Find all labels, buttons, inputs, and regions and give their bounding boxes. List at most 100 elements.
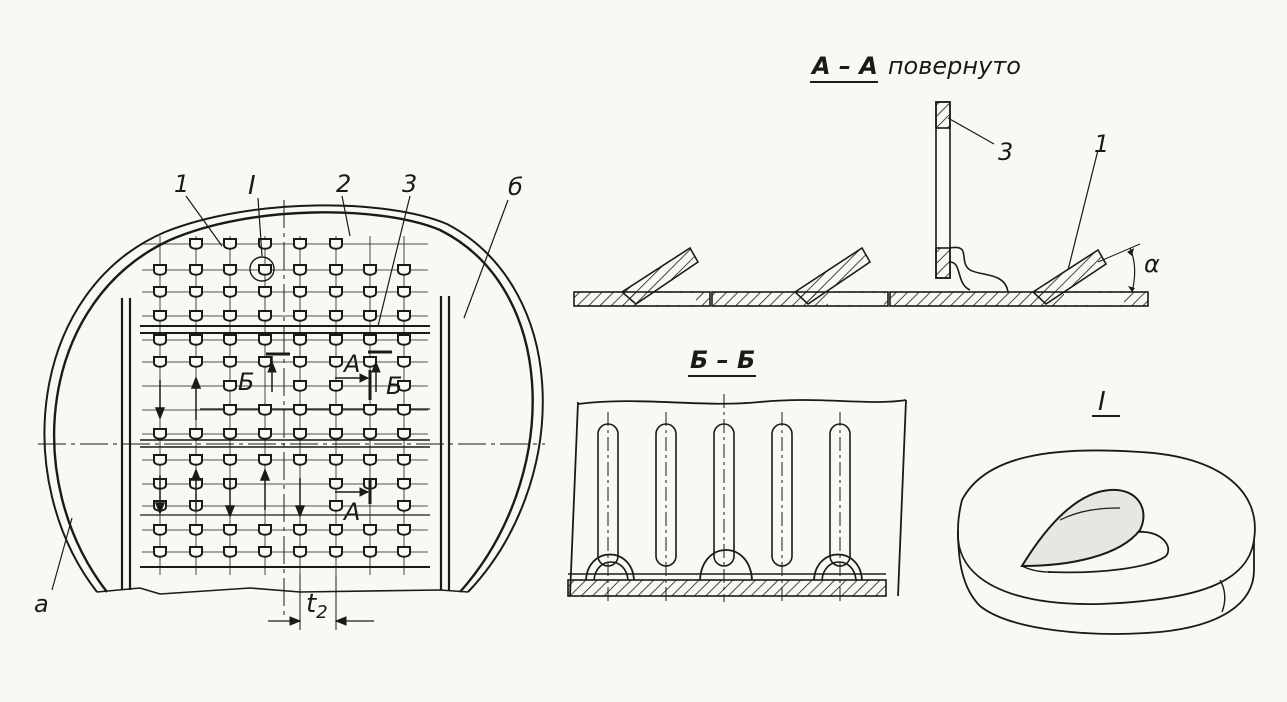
tray-plan-view: 1 I 2 3 б а Б Б А А t2 xyxy=(34,170,545,630)
valve-cap xyxy=(329,546,343,558)
valve-cap xyxy=(329,310,343,322)
label-3: 3 xyxy=(402,170,417,198)
valve-cap xyxy=(189,264,203,276)
valve-cap xyxy=(258,356,272,368)
pitch-dimension xyxy=(268,575,374,630)
valve-cap xyxy=(189,428,203,440)
valve-cap xyxy=(293,334,307,346)
bb-base-plate xyxy=(567,579,887,597)
valve-cap xyxy=(293,428,307,440)
valve-cap xyxy=(363,286,377,298)
aa-label-alpha: α xyxy=(1144,250,1160,278)
valve-cap xyxy=(258,334,272,346)
valve-cap xyxy=(189,546,203,558)
valve-cap xyxy=(189,356,203,368)
valve-cap xyxy=(223,264,237,276)
valve-cap xyxy=(397,454,411,466)
valve-cap xyxy=(258,310,272,322)
valve-cap xyxy=(153,310,167,322)
aa-valve-1 xyxy=(620,246,700,306)
valve-cap xyxy=(397,334,411,346)
valve-cap xyxy=(329,356,343,368)
valve-cap xyxy=(189,238,203,250)
detail-I-title: I xyxy=(1098,387,1106,417)
bb-valve-arch-2 xyxy=(699,549,753,581)
label-pitch: t2 xyxy=(306,589,328,623)
valve-cap xyxy=(293,404,307,416)
valve-cap xyxy=(258,524,272,536)
valve-cap xyxy=(397,380,411,392)
valve-cap xyxy=(258,286,272,298)
valve-cap xyxy=(397,546,411,558)
label-section-B-right: Б xyxy=(386,372,402,400)
valve-cap xyxy=(329,238,343,250)
label-section-B-left: Б xyxy=(238,368,254,396)
valve-cap xyxy=(258,404,272,416)
tray-shell-inner xyxy=(43,204,544,593)
valve-cap xyxy=(363,524,377,536)
valve-cap xyxy=(153,524,167,536)
valve-cap xyxy=(329,264,343,276)
valve-cap xyxy=(293,546,307,558)
valve-cap xyxy=(397,428,411,440)
label-2: 2 xyxy=(336,170,351,198)
valve-cap xyxy=(293,238,307,250)
valve-cap xyxy=(363,310,377,322)
valve-cap xyxy=(223,428,237,440)
valve-cap xyxy=(223,546,237,558)
aa-label-1: 1 xyxy=(1094,130,1109,158)
bb-valve-arch-3 xyxy=(813,553,863,581)
valve-cap xyxy=(189,454,203,466)
valve-cap xyxy=(189,286,203,298)
valve-cap xyxy=(329,380,343,392)
valve-cap xyxy=(258,238,272,250)
detail-valve-lobe xyxy=(1020,488,1145,568)
valve-cap xyxy=(397,286,411,298)
valve-grid xyxy=(142,236,428,575)
valve-cap xyxy=(363,404,377,416)
detail-I: I xyxy=(957,387,1256,635)
valve-cap xyxy=(397,478,411,490)
valve-cap xyxy=(363,546,377,558)
valve-cap xyxy=(223,380,237,392)
tray-shell-outer xyxy=(52,211,534,593)
valve-cap xyxy=(329,524,343,536)
valve-cap xyxy=(363,264,377,276)
valve-cap xyxy=(153,454,167,466)
valve-cap xyxy=(397,310,411,322)
valve-cap xyxy=(397,356,411,368)
leader-lines xyxy=(51,195,509,591)
valve-cap xyxy=(223,404,237,416)
valve-cap xyxy=(293,356,307,368)
valve-cap xyxy=(329,334,343,346)
valve-cap xyxy=(258,428,272,440)
section-bb: Б – Б xyxy=(567,346,907,602)
valve-cap xyxy=(189,524,203,536)
valve-cap xyxy=(153,264,167,276)
valve-cap xyxy=(153,356,167,368)
valve-cap xyxy=(223,454,237,466)
valve-cap xyxy=(397,500,411,512)
valve-cap xyxy=(223,238,237,250)
valve-cap xyxy=(329,454,343,466)
valve-cap xyxy=(397,404,411,416)
valve-cap xyxy=(329,500,343,512)
valve-cap xyxy=(329,286,343,298)
label-section-A-bottom: А xyxy=(342,498,360,526)
valve-cap xyxy=(223,334,237,346)
label-a: а xyxy=(34,590,49,618)
label-1: 1 xyxy=(174,170,189,198)
valve-cap xyxy=(153,334,167,346)
valve-cap xyxy=(293,286,307,298)
bb-valve-arch-1 xyxy=(585,553,635,581)
valve-cap xyxy=(258,264,272,276)
valve-cap xyxy=(363,428,377,440)
valve-cap xyxy=(329,478,343,490)
valve-cap xyxy=(397,524,411,536)
aa-valve-2 xyxy=(793,246,872,306)
valve-cap xyxy=(223,310,237,322)
